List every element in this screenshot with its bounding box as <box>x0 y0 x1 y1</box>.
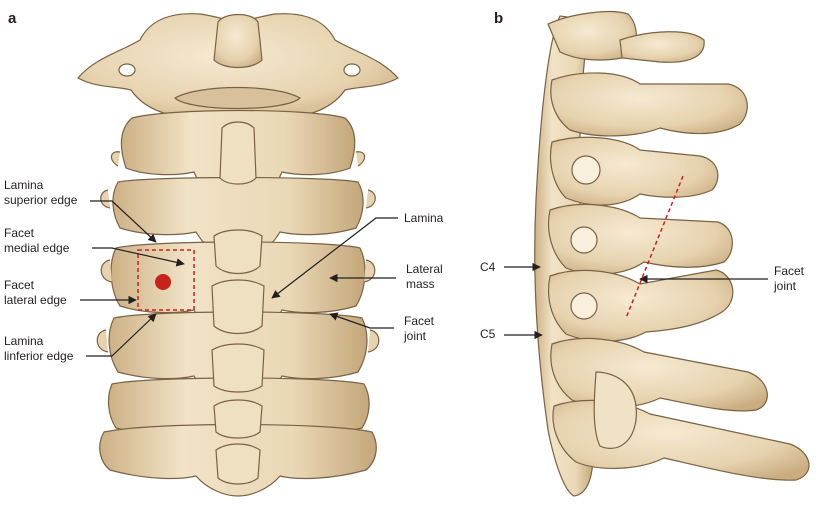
label-lamina: Lamina <box>404 211 444 225</box>
c3-vertebra <box>112 176 364 263</box>
label-lateral-mass: Lateral mass <box>406 262 443 291</box>
leader-arrows <box>80 200 768 357</box>
panel-label-a: a <box>8 10 17 27</box>
facet-joint-dashed-line <box>625 175 684 319</box>
label-facet-lateral-edge: Facet lateral edge <box>4 278 67 307</box>
label-facet-joint-b: Facet joint <box>774 264 805 293</box>
label-c5: C5 <box>480 327 496 341</box>
panel-label-b: b <box>494 10 504 27</box>
label-facet-joint-a: Facet joint <box>404 314 435 343</box>
label-c4: C4 <box>480 260 496 274</box>
label-lamina-superior-edge: Lamina superior edge <box>4 178 78 207</box>
label-facet-medial-edge: Facet medial edge <box>4 226 70 255</box>
posterior-view-spine <box>77 13 399 497</box>
facet-target-box <box>137 249 195 311</box>
lateral-view-spine <box>534 11 810 497</box>
target-marker-dot <box>155 274 171 290</box>
label-lamina-inferior-edge: Lamina linferior edge <box>4 334 74 363</box>
